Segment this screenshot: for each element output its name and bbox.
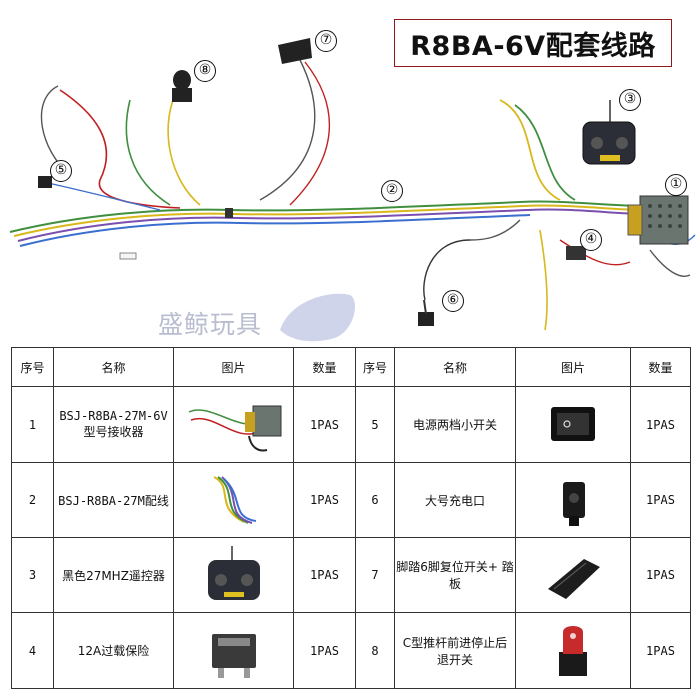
row-name: BSJ-R8BA-27M配线 (53, 462, 174, 538)
power-switch-picture (515, 386, 631, 463)
callout-2: ② (381, 180, 403, 202)
callout-7: ⑦ (315, 30, 337, 52)
row-qty-2: 1PAS (630, 462, 691, 538)
row-name-2: 电源两档小开关 (394, 386, 516, 463)
row-no: 4 (11, 612, 54, 689)
parts-table: 序号 名称 图片 数量 序号 名称 图片 数量 1 BSJ-R8BA-27M-6… (11, 347, 691, 689)
row-name-2: 脚踏6脚复位开关+ 踏板 (394, 537, 516, 613)
callout-3: ③ (619, 89, 641, 111)
table-row: 4 12A过载保险 1PAS 8 C型推杆前进停止后 退开关 1PAS (11, 612, 691, 689)
remote-picture (173, 537, 294, 613)
receiver-icon (188, 405, 281, 451)
charge-port-picture (515, 462, 631, 538)
row-no-2: 8 (355, 612, 395, 689)
row-no-2: 7 (355, 537, 395, 613)
row-name: 12A过载保险 (53, 612, 174, 689)
callout-8: ⑧ (194, 60, 216, 82)
table-row: 2 BSJ-R8BA-27M配线 1PAS 6 大号充电口 1PAS (11, 462, 691, 538)
callout-6: ⑥ (442, 290, 464, 312)
wiring-harness-illustration (9, 38, 696, 342)
watermark-text: 盛鲸玩具 (158, 310, 263, 339)
row-qty: 1PAS (293, 462, 356, 538)
row-name-2: C型推杆前进停止后 退开关 (394, 612, 516, 689)
callout-5: ⑤ (50, 160, 72, 182)
table-row: 3 黑色27MHZ遥控器 1PAS 7 脚踏6脚复位开关+ 踏板 1PAS (11, 537, 691, 613)
row-qty-2: 1PAS (630, 386, 691, 463)
header-picture: 图片 (173, 347, 294, 387)
row-name: 黑色27MHZ遥控器 (53, 537, 174, 613)
row-qty-2: 1PAS (630, 537, 691, 613)
row-no-2: 6 (355, 462, 395, 538)
header-picture-2: 图片 (515, 347, 631, 387)
callout-4: ④ (580, 229, 602, 251)
row-qty: 1PAS (293, 386, 356, 463)
row-no: 1 (11, 386, 54, 463)
remote-control-icon (582, 100, 636, 165)
shifter-switch-icon (559, 625, 587, 676)
harness-picture (173, 462, 294, 538)
pedal-switch-picture (515, 537, 631, 613)
header-no: 序号 (11, 347, 54, 387)
header-qty-2: 数量 (630, 347, 691, 387)
fuse-picture (173, 612, 294, 689)
title-box: R8BA-6V配套线路 (394, 19, 672, 67)
receiver-picture (173, 386, 294, 463)
row-qty-2: 1PAS (630, 612, 691, 689)
fuse-icon (211, 633, 256, 678)
header-name-2: 名称 (394, 347, 516, 387)
table-header-row: 序号 名称 图片 数量 序号 名称 图片 数量 (11, 347, 691, 387)
remote-control-icon (207, 546, 260, 600)
header-name: 名称 (53, 347, 174, 387)
row-no-2: 5 (355, 386, 395, 463)
row-qty: 1PAS (293, 537, 356, 613)
shifter-switch-picture (515, 612, 631, 689)
row-no: 3 (11, 537, 54, 613)
charge-port-icon (563, 482, 585, 526)
callout-1: ① (665, 174, 687, 196)
row-no: 2 (11, 462, 54, 538)
row-name-2: 大号充电口 (394, 462, 516, 538)
wire-harness-icon (213, 476, 256, 524)
page-title: R8BA-6V配套线路 (410, 30, 656, 62)
row-name: BSJ-R8BA-27M-6V 型号接收器 (53, 386, 174, 463)
header-no-2: 序号 (355, 347, 395, 387)
pedal-switch-icon (548, 559, 600, 599)
rocker-switch-icon (551, 406, 595, 441)
row-qty: 1PAS (293, 612, 356, 689)
header-qty: 数量 (293, 347, 356, 387)
table-row: 1 BSJ-R8BA-27M-6V 型号接收器 1PAS 5 电源两档小开关 1… (11, 386, 691, 463)
